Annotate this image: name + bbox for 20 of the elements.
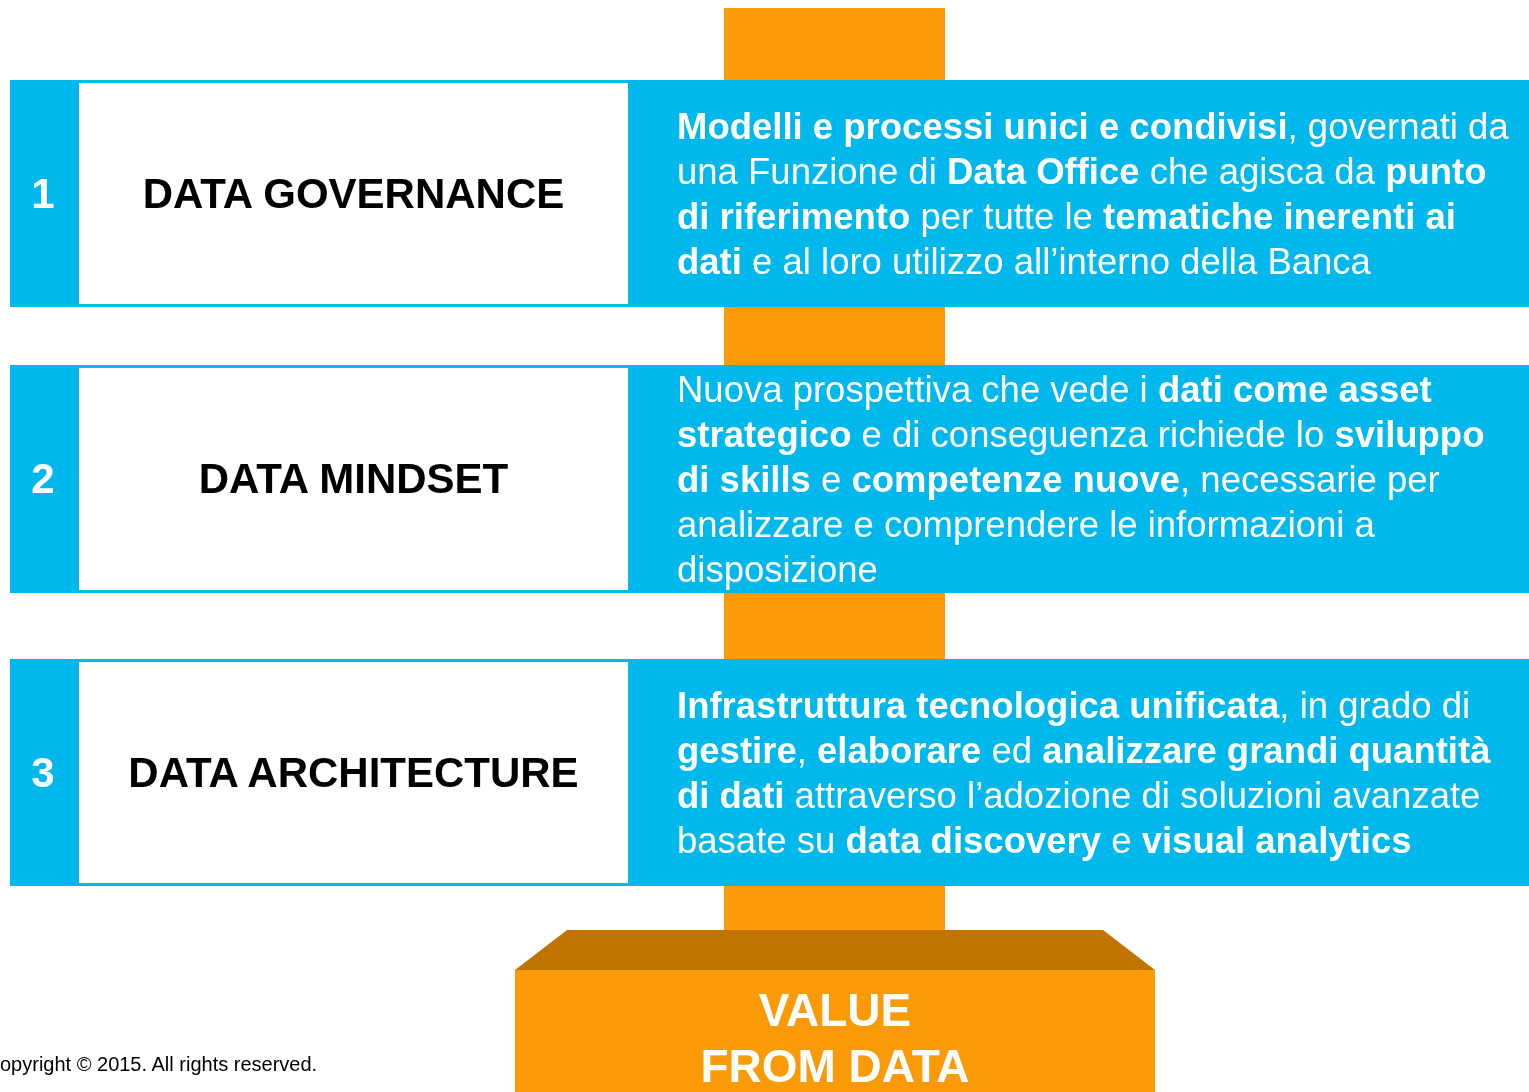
number-box <box>10 659 76 886</box>
title-box <box>76 365 631 593</box>
description-text: Infrastruttura tecnologica unificata, in grado di gestire, elaborare ed analizzare grandi quantità di dati attraverso l’adozione di soluzioni avanzate basate su data discovery e visual analytics <box>677 683 1492 863</box>
pillar-title: DATA MINDSET <box>198 455 509 503</box>
title-box <box>76 80 631 307</box>
description-box <box>631 80 1529 307</box>
pillar-title: DATA ARCHITECTURE <box>128 748 579 797</box>
step-number: 1 <box>31 169 55 218</box>
number-box <box>10 80 76 307</box>
pillar-title: DATA GOVERNANCE <box>142 169 565 218</box>
step-number: 3 <box>31 748 55 797</box>
pedestal-front <box>515 970 1155 1092</box>
value-label: VALUE FROM DATA <box>699 983 971 1092</box>
step-number: 2 <box>31 455 55 503</box>
copyright-note: opyright © 2015. All rights reserved. <box>0 1053 318 1076</box>
number-box <box>10 365 76 593</box>
description-text: Nuova prospettiva che vede i dati come asset strategico e di conseguenza richiede lo sviluppo di skills e competenze nuove, necessarie per analizzare e comprendere le informazioni a disposizione <box>677 367 1486 592</box>
description-text: Modelli e processi unici e condivisi, governati da una Funzione di Data Office che agisca da punto di riferimento per tutte le tematiche inerenti ai dati e al loro utilizzo all’interno della Banca <box>677 104 1510 284</box>
title-box <box>76 659 631 886</box>
description-box <box>631 659 1529 886</box>
